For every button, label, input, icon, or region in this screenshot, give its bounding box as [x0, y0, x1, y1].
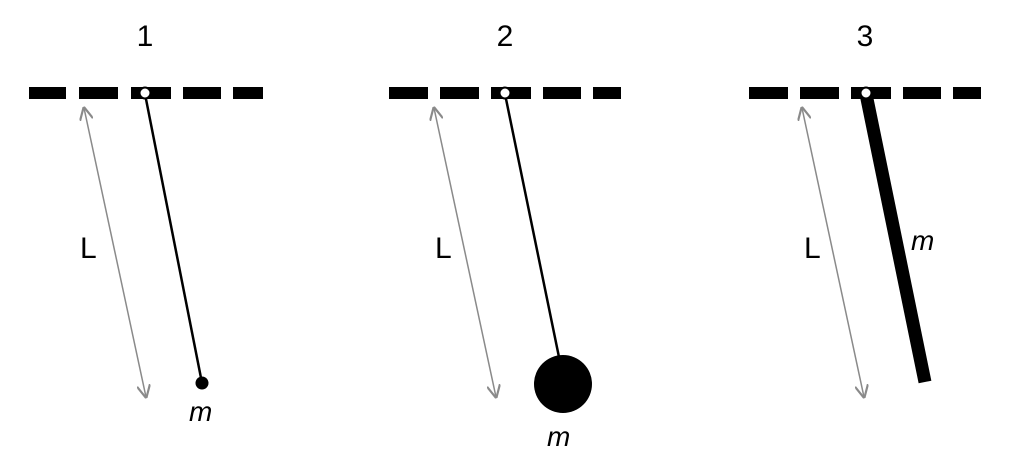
panel-number-3: 3	[857, 20, 874, 53]
ceiling-dash	[389, 87, 428, 99]
length-arrow-1	[84, 108, 146, 397]
mass-label-1: m	[189, 396, 212, 427]
string-2	[503, 93, 562, 363]
ceiling-dash	[183, 87, 221, 99]
mass-label-3: m	[911, 225, 934, 256]
panel-number-1: 1	[137, 20, 154, 53]
panel-3: 3 L m	[749, 20, 981, 397]
ceiling-dash	[29, 87, 66, 99]
ceiling-dash	[749, 87, 788, 99]
panel-number-2: 2	[497, 20, 514, 53]
ceiling-dash	[233, 87, 263, 99]
rigid-rod	[859, 92, 932, 384]
panel-2: 2 L m	[389, 20, 621, 452]
pivot-2	[498, 86, 512, 100]
length-label-2: L	[435, 232, 452, 265]
mass-label-2: m	[547, 421, 570, 452]
ceiling-dash	[593, 87, 621, 99]
panel-1: 1 L m	[29, 20, 263, 427]
length-label-3: L	[804, 232, 821, 265]
length-arrow-3	[802, 108, 864, 397]
length-arrow-2	[434, 108, 496, 397]
length-label-1: L	[80, 232, 97, 265]
bob-small	[195, 376, 209, 390]
string-1	[143, 93, 204, 384]
bob-large	[534, 355, 592, 413]
ceiling-dash	[903, 87, 941, 99]
ceiling-dash	[800, 87, 839, 99]
pivot-3	[859, 86, 873, 100]
ceiling-dash	[953, 87, 981, 99]
ceiling-dash	[79, 87, 118, 99]
pivot-1	[138, 86, 152, 100]
ceiling-dash	[543, 87, 581, 99]
ceiling-dash	[440, 87, 479, 99]
